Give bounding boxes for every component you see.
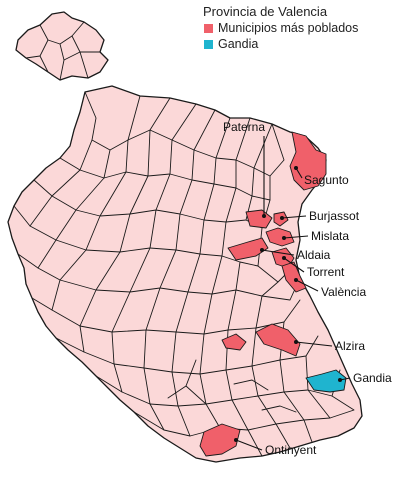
legend-item-gandia: Gandia <box>203 36 393 52</box>
exclave-rincon-de-ademuz <box>15 11 109 81</box>
legend-swatch-populous <box>204 23 213 33</box>
region-alzira <box>255 323 301 357</box>
highlight-layer <box>199 131 347 457</box>
label-mislata: Mislata <box>311 229 349 243</box>
dot-burjassot <box>280 216 284 220</box>
dot-sagunto <box>294 166 298 170</box>
province-main <box>7 85 363 463</box>
leader-valencia <box>295 279 319 292</box>
dot-torrent <box>282 256 286 260</box>
legend-swatch-gandia <box>204 39 213 49</box>
label-paterna: Paterna <box>223 120 265 134</box>
label-sagunto: Sagunto <box>304 173 349 187</box>
dot-paterna <box>262 214 266 218</box>
legend-label-populous: Municipios más poblados <box>218 21 359 35</box>
dot-ontinyent <box>234 438 238 442</box>
label-gandia: Gandia <box>353 371 392 385</box>
label-torrent: Torrent <box>307 265 345 279</box>
leader-alzira <box>295 341 333 347</box>
dot-aldaia <box>260 248 264 252</box>
leader-mislata <box>283 235 309 239</box>
region-alzira-east <box>221 333 247 351</box>
dot-alzira <box>294 340 298 344</box>
region-mislata <box>265 227 295 247</box>
place-labels: Paterna Sagunto Burjassot Mislata Aldaia… <box>223 120 392 457</box>
label-ontinyent: Ontinyent <box>265 443 317 457</box>
region-paterna <box>245 209 273 229</box>
label-valencia: València <box>321 285 366 299</box>
dot-valencia <box>294 278 298 282</box>
region-sagunto <box>289 131 327 191</box>
leader-torrent <box>283 257 305 273</box>
leader-ontinyent <box>235 439 263 451</box>
legend-label-gandia: Gandia <box>218 37 259 51</box>
map-legend: Provincia de Valencia Municipios más pob… <box>203 4 393 52</box>
region-valencia <box>281 261 307 293</box>
leader-lines <box>234 136 351 451</box>
leader-burjassot <box>281 215 307 219</box>
legend-title: Provincia de Valencia <box>203 4 328 19</box>
label-aldaia: Aldaia <box>297 248 331 262</box>
dot-gandia <box>338 378 342 382</box>
dot-mislata <box>282 236 286 240</box>
region-ontinyent <box>199 423 241 457</box>
label-alzira: Alzira <box>335 339 365 353</box>
leader-aldaia <box>261 249 295 256</box>
region-aldaia <box>227 237 269 261</box>
label-burjassot: Burjassot <box>309 209 360 223</box>
legend-item-populous: Municipios más poblados <box>203 20 393 36</box>
region-gandia <box>305 369 347 393</box>
